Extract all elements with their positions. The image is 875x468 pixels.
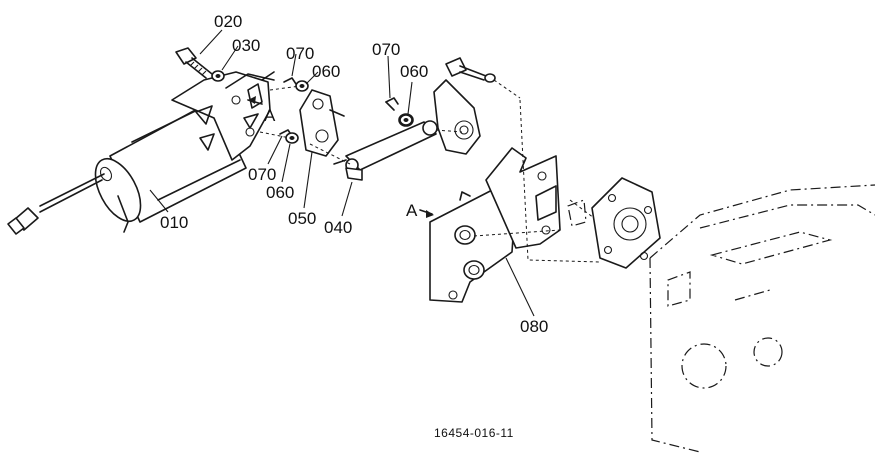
washer-060-right [399, 114, 413, 126]
label-040: 040 [324, 218, 352, 237]
engine-housing-outline [649, 184, 875, 453]
mounting-flange [567, 177, 661, 269]
bolt-right [445, 57, 521, 99]
label-020: 020 [214, 12, 242, 31]
label-ref-a-right: A [406, 201, 418, 220]
label-030: 030 [232, 36, 260, 55]
bolt-020 [175, 47, 213, 79]
label-ref-a-left: A [264, 106, 276, 125]
label-070-lower-left: 070 [248, 165, 276, 184]
bracket-080 [429, 99, 601, 303]
link-rod-040 [333, 120, 438, 181]
leader-lines [149, 29, 535, 317]
label-050: 050 [288, 209, 316, 228]
washer-060-lower-left [285, 132, 299, 144]
drawing-code: 16454-016-11 [434, 426, 514, 440]
label-070-right: 070 [372, 40, 400, 59]
label-060-right: 060 [400, 62, 428, 81]
label-010: 010 [160, 213, 188, 232]
label-060-lower-left: 060 [266, 183, 294, 202]
plate-050 [299, 89, 345, 157]
pin-070-top-left [283, 77, 297, 85]
solenoid-010 [7, 71, 275, 235]
label-080: 080 [520, 317, 548, 336]
label-060-top-left: 060 [312, 62, 340, 81]
washer-030 [211, 70, 225, 82]
label-070-top-left: 070 [286, 44, 314, 63]
washer-060-top-left [295, 80, 309, 92]
pin-070-right [385, 97, 399, 105]
